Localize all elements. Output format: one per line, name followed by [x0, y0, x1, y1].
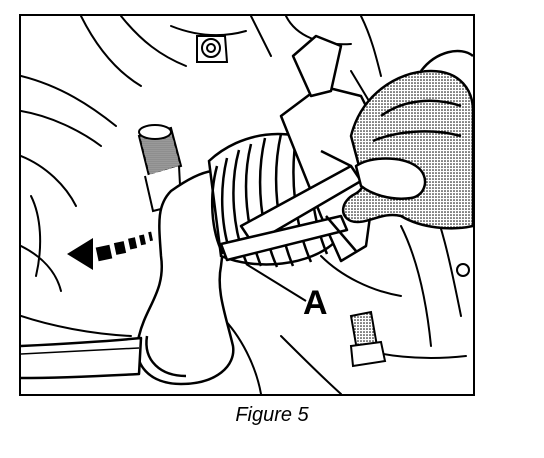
hose-nipple [137, 124, 183, 213]
technical-illustration: A [21, 16, 473, 394]
illustration-frame: A [19, 14, 475, 396]
mounting-nut-bottom [349, 263, 470, 368]
figure-caption: Figure 5 [235, 404, 309, 426]
dashed-arrow-left-icon [67, 231, 153, 270]
callout-label-a: A [303, 284, 328, 322]
flexible-hose [21, 169, 235, 386]
mounting-nut-top [196, 35, 229, 63]
gloved-hand [342, 49, 473, 230]
callout-leader-line [245, 263, 307, 302]
